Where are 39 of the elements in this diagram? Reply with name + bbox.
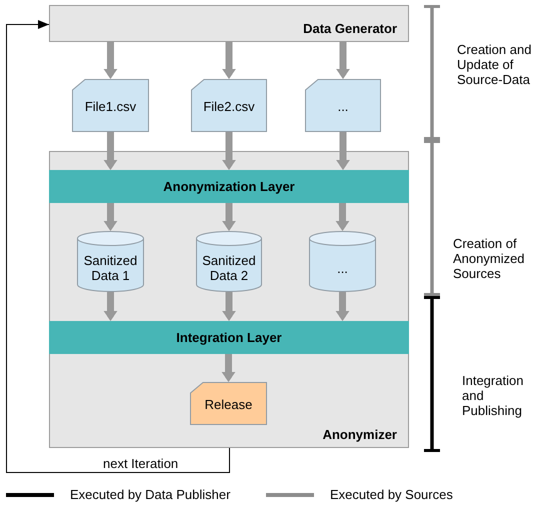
process-box	[49, 5, 409, 42]
layer-band	[49, 321, 409, 354]
node-label: ...	[338, 99, 348, 114]
node-label: ...	[337, 260, 348, 276]
arrow	[222, 354, 236, 382]
arrow	[104, 132, 118, 170]
file-card	[191, 79, 267, 132]
node-label: Sanitized Data 2	[201, 253, 257, 283]
arrow	[104, 292, 118, 321]
arrow	[336, 42, 350, 79]
arrow	[222, 203, 236, 231]
arrow	[222, 292, 236, 321]
arrow	[222, 132, 236, 170]
phase-label: Creation and Update of Source-Data	[457, 42, 532, 87]
phase-label: Integration and Publishing	[462, 373, 524, 418]
phase-label: Creation of Anonymized Sources	[453, 236, 526, 281]
arrow	[336, 132, 350, 170]
node-label: Sanitized Data 1	[82, 253, 138, 283]
box-title: Anonymizer	[322, 427, 397, 442]
edge-label: next Iteration	[101, 456, 180, 471]
arrow	[336, 203, 350, 231]
arrow	[336, 292, 350, 321]
layer-band	[49, 170, 409, 203]
file-card	[72, 79, 149, 132]
arrow	[222, 42, 236, 79]
feedback-arrow	[6, 20, 230, 473]
arrow	[104, 42, 118, 79]
arrow	[104, 203, 118, 231]
layer-label: Integration Layer	[176, 330, 282, 345]
legend-label: Executed by Sources	[330, 487, 453, 502]
container-box	[49, 151, 409, 448]
node-label: File1.csv	[84, 99, 136, 114]
node-label: Release	[204, 397, 252, 412]
box-title: Data Generator	[303, 20, 397, 36]
file-card	[190, 382, 267, 425]
file-card	[305, 79, 381, 132]
layer-label: Anonymization Layer	[163, 179, 295, 194]
node-label: File2.csv	[203, 99, 255, 114]
legend-label: Executed by Data Publisher	[70, 487, 230, 502]
